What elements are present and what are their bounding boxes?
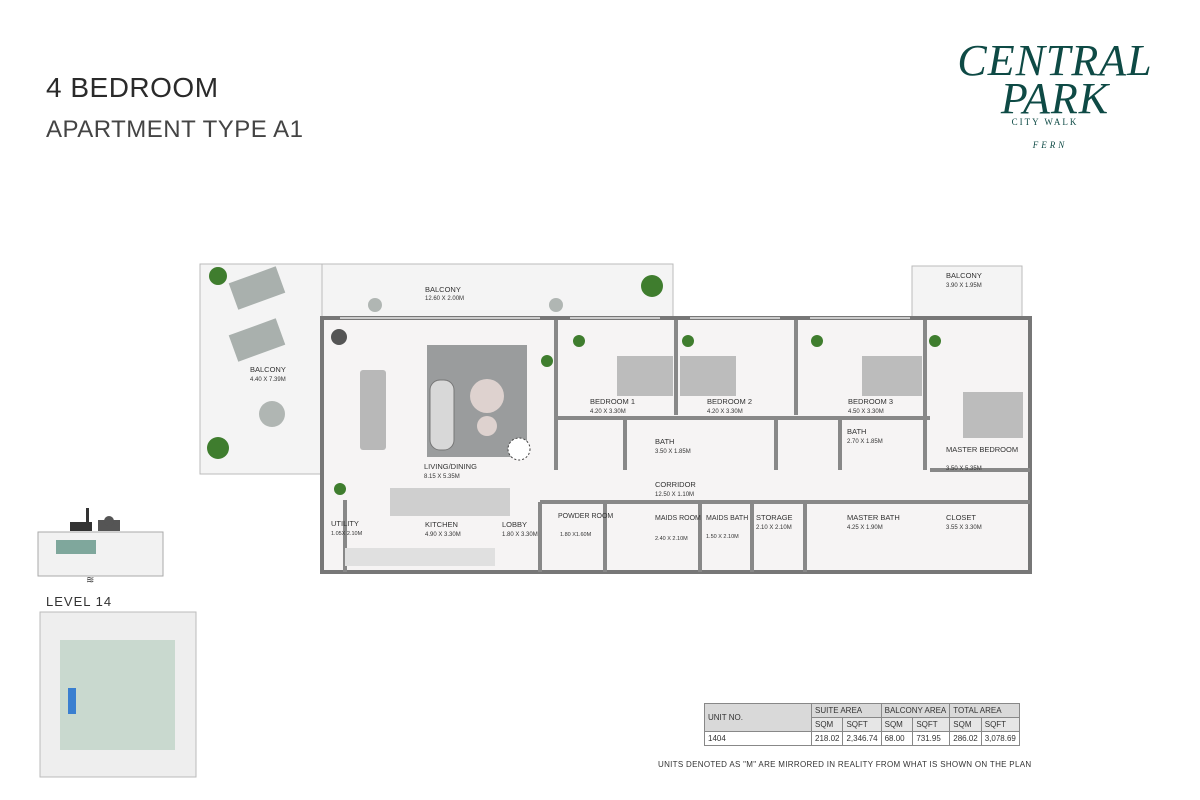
- room-name: BALCONY: [250, 365, 286, 374]
- wave-icon: ≋: [86, 575, 94, 586]
- room-name: MAIDS BATH: [706, 515, 748, 522]
- unit-sqm: SQM: [810, 717, 844, 732]
- coffee-table: [470, 379, 504, 413]
- room-name: STORAGE: [756, 513, 793, 522]
- site-plan-pool: [68, 688, 76, 714]
- unit-location-highlight: [56, 540, 96, 554]
- room-size: 8.15 X 5.35M: [424, 474, 460, 480]
- balcony-sqft: 731.95: [912, 731, 951, 746]
- suite-sqft: 2,346.74: [842, 731, 882, 746]
- area-table: UNIT NO. SUITE AREA BALCONY AREA TOTAL A…: [704, 703, 1020, 746]
- bed-bedroom-3: [862, 356, 922, 396]
- unit-sqft: SQFT: [842, 717, 882, 732]
- balcony-small-table: [549, 298, 563, 312]
- balcony-area-header: BALCONY AREA: [880, 703, 951, 718]
- room-name: POWDER ROOM: [558, 513, 613, 520]
- side-table: [477, 416, 497, 436]
- balcony-sqm: 68.00: [880, 731, 914, 746]
- room-size: 4.90 X 3.30M: [425, 532, 461, 538]
- bed-bedroom-2: [680, 356, 736, 396]
- dining-table: [360, 370, 386, 450]
- room-size: 3.50 X 1.85M: [655, 449, 691, 455]
- room-size: 1.80 X 3.30M: [502, 532, 538, 538]
- room-size: 1.50 X 2.10M: [706, 534, 739, 540]
- room-name: CLOSET: [946, 513, 976, 522]
- room-name: BATH: [847, 427, 866, 436]
- balcony-table: [259, 401, 285, 427]
- sun-lounger-2: [228, 318, 286, 362]
- room-name: MAIDS ROOM: [655, 515, 701, 522]
- room-name: BALCONY: [425, 285, 461, 294]
- unit-header: UNIT NO.: [704, 703, 812, 732]
- unit-sqft: SQFT: [912, 717, 951, 732]
- room-size: 4.20 X 3.30M: [707, 409, 743, 415]
- suite-area-header: SUITE AREA: [811, 703, 882, 718]
- room-size: 1.05X 2.10M: [331, 531, 363, 537]
- apartment-type-subtitle: APARTMENT TYPE A1: [46, 116, 304, 143]
- unit-sqm: SQM: [949, 717, 982, 732]
- balcony-small-table-2: [368, 298, 382, 312]
- logo-line4: FERN: [1032, 140, 1068, 150]
- kitchen-counter: [345, 548, 495, 566]
- room-size: 2.70 X 1.85M: [847, 439, 883, 445]
- room-name: BEDROOM 1: [590, 397, 635, 406]
- balcony-right-area: [911, 265, 1023, 323]
- room-size: 3.50 X 5.35M: [946, 466, 982, 472]
- brand-logo: CENTRAL PARK: [955, 36, 1155, 123]
- room-name: MASTER BEDROOM: [946, 445, 1018, 454]
- logo-line2: PARK: [1000, 74, 1110, 123]
- table-row: 1404 218.02 2,346.74 68.00 731.95 286.02…: [704, 731, 1020, 746]
- room-name: LIVING/DINING: [424, 462, 477, 471]
- room-name: KITCHEN: [425, 520, 458, 529]
- page-title: 4 BEDROOM: [46, 72, 219, 103]
- site-plan-garden: [60, 640, 175, 750]
- round-rug: [507, 437, 531, 461]
- room-size: 3.55 X 3.30M: [946, 525, 982, 531]
- bed-bedroom-1: [617, 356, 673, 396]
- room-size: 4.25 X 1.90M: [847, 525, 883, 531]
- outer-wall: [320, 316, 1032, 574]
- room-size: 4.50 X 3.30M: [848, 409, 884, 415]
- room-name: MASTER BATH: [847, 513, 900, 522]
- suite-sqm: 218.02: [810, 731, 844, 746]
- room-size: 2.40 X 2.10M: [655, 536, 688, 542]
- unit-number: 1404: [704, 731, 812, 746]
- logo-line1: CENTRAL: [957, 36, 1153, 85]
- room-size: 4.20 X 3.30M: [590, 409, 626, 415]
- unit-sqm: SQM: [880, 717, 914, 732]
- level-label: LEVEL 14: [46, 594, 113, 609]
- room-size: 12.50 X 1.10M: [655, 492, 694, 498]
- kitchen-island: [390, 488, 510, 516]
- room-size: 4.40 X 7.39M: [250, 377, 286, 383]
- room-name: BEDROOM 2: [707, 397, 752, 406]
- room-size: 12.60 X 2.00M: [425, 296, 464, 302]
- column-marker: [331, 329, 347, 345]
- room-name: UTILITY: [331, 519, 359, 528]
- room-size: 1.80 X1.60M: [560, 532, 592, 538]
- room-name: BALCONY: [946, 271, 982, 280]
- mirror-footnote: UNITS DENOTED AS "M" ARE MIRRORED IN REA…: [658, 760, 1032, 769]
- room-labels: BALCONY 12.60 X 2.00M BALCONY 3.90 X 1.9…: [250, 271, 1018, 542]
- bed-master: [963, 392, 1023, 438]
- plants: [207, 267, 941, 495]
- room-name: BATH: [655, 437, 674, 446]
- room-name: BEDROOM 3: [848, 397, 893, 406]
- total-area-header: TOTAL AREA: [949, 703, 1020, 718]
- room-size: 3.90 X 1.95M: [946, 283, 982, 289]
- total-sqm: 286.02: [949, 731, 982, 746]
- unit-sqft: SQFT: [980, 717, 1020, 732]
- skyline-icon: [70, 508, 120, 531]
- total-sqft: 3,078.69: [980, 731, 1020, 746]
- room-size: 2.10 X 2.10M: [756, 525, 792, 531]
- sun-lounger-1: [228, 266, 286, 310]
- logo-line3: CITY WALK: [1011, 117, 1079, 127]
- sofa: [429, 379, 455, 451]
- room-name: LOBBY: [502, 520, 527, 529]
- room-name: CORRIDOR: [655, 480, 696, 489]
